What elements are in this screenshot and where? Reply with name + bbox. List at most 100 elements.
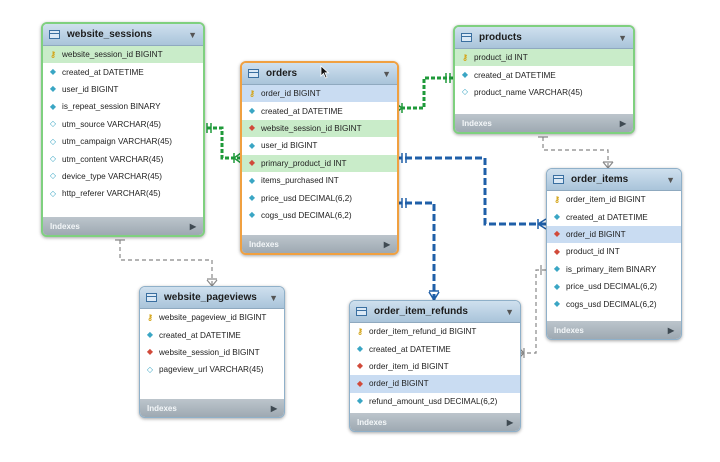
column-row[interactable]: ⚷product_id INT: [455, 49, 633, 67]
expand-arrow-icon[interactable]: ▶: [383, 239, 390, 249]
indexes-footer[interactable]: Indexes▶: [242, 235, 397, 253]
column-diamond-icon: ◆: [49, 67, 57, 77]
table-header[interactable]: order_item_refunds ▼: [350, 301, 520, 323]
table-products[interactable]: products ▼ ⚷product_id INT ◆created_at D…: [453, 25, 635, 134]
column-label: order_item_id BIGINT: [369, 361, 449, 371]
foreign-key-icon: ◆: [248, 123, 256, 133]
table-website-sessions[interactable]: website_sessions ▼ ⚷website_session_id B…: [41, 22, 205, 237]
column-row[interactable]: ◆is_repeat_session BINARY: [43, 98, 203, 115]
column-row[interactable]: ◇device_type VARCHAR(45): [43, 168, 203, 185]
rel-sessions-orders[interactable]: [201, 123, 242, 164]
column-row[interactable]: ◆created_at DATETIME: [140, 326, 284, 343]
column-row[interactable]: ⚷order_item_id BIGINT: [547, 191, 681, 208]
column-row[interactable]: ◆primary_product_id INT: [242, 154, 397, 172]
table-orders[interactable]: orders ▼ ⚷order_id BIGINT ◆created_at DA…: [240, 61, 399, 255]
chevron-down-icon[interactable]: ▼: [188, 29, 197, 40]
key-icon: ⚷: [462, 52, 468, 62]
column-row[interactable]: ⚷order_id BIGINT: [242, 85, 397, 103]
table-header[interactable]: products ▼: [455, 27, 633, 49]
indexes-label: Indexes: [50, 221, 80, 231]
table-order-item-refunds[interactable]: order_item_refunds ▼ ⚷order_item_refund_…: [349, 300, 521, 432]
expand-arrow-icon[interactable]: ▶: [667, 325, 674, 335]
column-diamond-icon: ◇: [49, 136, 57, 146]
column-row[interactable]: ◆website_session_id BIGINT: [140, 344, 284, 361]
chevron-down-icon[interactable]: ▼: [505, 306, 514, 317]
chevron-down-icon[interactable]: ▼: [269, 292, 278, 303]
column-label: is_primary_item BINARY: [566, 264, 657, 274]
column-label: order_id BIGINT: [369, 379, 429, 389]
column-label: pageview_url VARCHAR(45): [159, 365, 264, 375]
rel-orders-order-items[interactable]: [395, 153, 547, 230]
column-label: cogs_usd DECIMAL(6,2): [261, 210, 352, 220]
column-row[interactable]: ◆price_usd DECIMAL(6,2): [547, 278, 681, 295]
table-website-pageviews[interactable]: website_pageviews ▼ ⚷website_pageview_id…: [139, 286, 285, 418]
column-row[interactable]: ◇product_name VARCHAR(45): [455, 84, 633, 101]
column-row[interactable]: ◆cogs_usd DECIMAL(6,2): [547, 295, 681, 312]
column-label: utm_campaign VARCHAR(45): [62, 137, 172, 147]
column-label: items_purchased INT: [261, 176, 339, 186]
column-row[interactable]: ◆user_id BIGINT: [242, 137, 397, 154]
column-diamond-icon: ◇: [49, 119, 57, 129]
column-row[interactable]: ◆user_id BIGINT: [43, 81, 203, 98]
rel-products-orders[interactable]: [394, 73, 455, 114]
column-row[interactable]: ◆product_id INT: [547, 243, 681, 260]
column-row[interactable]: ◆cogs_usd DECIMAL(6,2): [242, 207, 397, 224]
expand-arrow-icon[interactable]: ▶: [619, 118, 626, 128]
column-row[interactable]: ◆ created_at DATETIME: [43, 63, 203, 80]
chevron-down-icon[interactable]: ▼: [382, 68, 391, 79]
table-header[interactable]: order_items ▼: [547, 169, 681, 191]
column-label: utm_content VARCHAR(45): [62, 154, 164, 164]
column-row[interactable]: ⚷website_pageview_id BIGINT: [140, 309, 284, 326]
expand-arrow-icon[interactable]: ▶: [506, 417, 513, 427]
column-row[interactable]: ◆order_id BIGINT: [547, 225, 681, 244]
column-label: created_at DATETIME: [62, 67, 144, 77]
column-row[interactable]: ⚷website_session_id BIGINT: [43, 46, 203, 64]
column-row[interactable]: ◆created_at DATETIME: [455, 66, 633, 83]
column-row[interactable]: ◆created_at DATETIME: [547, 208, 681, 225]
rel-order-items-refunds[interactable]: [519, 269, 546, 354]
chevron-down-icon[interactable]: ▼: [666, 174, 675, 185]
column-row[interactable]: ◆refund_amount_usd DECIMAL(6,2): [350, 393, 520, 410]
indexes-footer[interactable]: Indexes ▶: [43, 217, 203, 235]
column-row[interactable]: ⚷order_item_refund_id BIGINT: [350, 323, 520, 340]
column-row[interactable]: ◆website_session_id BIGINT: [242, 119, 397, 138]
column-row[interactable]: ◆order_item_id BIGINT: [350, 358, 520, 375]
indexes-label: Indexes: [147, 403, 177, 413]
column-diamond-icon: ◆: [146, 330, 154, 340]
column-row[interactable]: ◆items_purchased INT: [242, 172, 397, 189]
column-diamond-icon: ◆: [356, 344, 364, 354]
table-header[interactable]: website_pageviews ▼: [140, 287, 284, 309]
table-icon: [248, 69, 259, 78]
column-row[interactable]: ◇utm_source VARCHAR(45): [43, 116, 203, 133]
column-row[interactable]: ◇utm_content VARCHAR(45): [43, 150, 203, 167]
column-row[interactable]: ◆price_usd DECIMAL(6,2): [242, 189, 397, 206]
expand-arrow-icon[interactable]: ▶: [189, 221, 196, 231]
column-row[interactable]: ◇pageview_url VARCHAR(45): [140, 361, 284, 378]
rel-sessions-pageviews[interactable]: [119, 233, 213, 286]
indexes-footer[interactable]: Indexes▶: [455, 114, 633, 132]
column-label: order_id BIGINT: [261, 89, 321, 99]
chevron-down-icon[interactable]: ▼: [618, 32, 627, 43]
column-row[interactable]: ◇ utm_campaign VARCHAR(45): [43, 133, 203, 150]
indexes-footer[interactable]: Indexes ▶: [140, 399, 284, 417]
column-row[interactable]: ◆created_at DATETIME: [242, 102, 397, 119]
column-row[interactable]: ◆ is_primary_item BINARY: [547, 261, 681, 278]
column-diamond-icon: ◆: [356, 396, 364, 406]
column-row[interactable]: ◆order_id BIGINT: [350, 375, 520, 393]
indexes-label: Indexes: [554, 325, 584, 335]
column-diamond-icon: ◆: [553, 264, 561, 274]
column-row[interactable]: ◇http_referer VARCHAR(45): [43, 185, 203, 202]
column-row[interactable]: ◆created_at DATETIME: [350, 340, 520, 357]
rel-orders-refunds[interactable]: [395, 198, 440, 301]
table-header[interactable]: website_sessions ▼: [43, 24, 203, 46]
rel-products-order-items[interactable]: [542, 130, 609, 168]
table-order-items[interactable]: order_items ▼ ⚷order_item_id BIGINT ◆cre…: [546, 168, 682, 340]
expand-arrow-icon[interactable]: ▶: [270, 403, 277, 413]
column-label: price_usd DECIMAL(6,2): [566, 282, 658, 292]
mouse-cursor-icon: [320, 65, 330, 79]
indexes-footer[interactable]: Indexes▶: [350, 413, 520, 431]
table-icon: [356, 307, 367, 316]
indexes-footer[interactable]: Indexes ▶: [547, 321, 681, 339]
table-name: products: [479, 32, 522, 43]
table-header[interactable]: orders ▼: [242, 63, 397, 85]
